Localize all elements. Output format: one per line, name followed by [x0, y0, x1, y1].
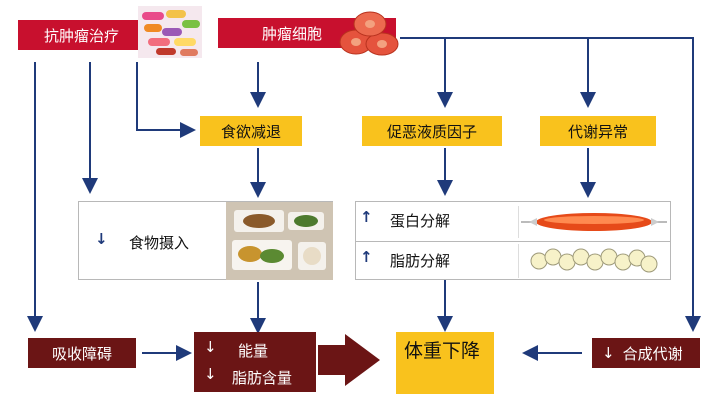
anabolism-label: 合成代谢 — [622, 344, 683, 363]
muscle-image — [518, 206, 668, 238]
arrow-tumor-metabolism — [445, 37, 596, 108]
arrow-tumor-anabolism — [588, 37, 701, 332]
metabolism-box: 代谢异常 — [540, 116, 656, 146]
breakdown-panel: ↑ 蛋白分解 ↑ 脂肪分解 — [355, 201, 671, 280]
protein-breakdown-label: 蛋白分解 — [390, 212, 451, 230]
absorption-box: 吸收障碍 — [28, 338, 136, 368]
appetite-loss-box: 食欲减退 — [200, 116, 302, 146]
fat-content-label: 脂肪含量 — [232, 369, 293, 387]
pills-image — [138, 6, 202, 58]
fat-content-down-arrow: ↓ — [204, 365, 217, 383]
arrow-tumor-cachexia — [400, 37, 453, 108]
food-down-arrow: ↓ — [95, 230, 108, 248]
big-arrow-energy-weight — [318, 334, 380, 386]
fat-breakdown-label: 脂肪分解 — [390, 252, 451, 270]
treatment-label: 抗肿瘤治疗 — [44, 26, 120, 45]
energy-down-arrow: ↓ — [204, 338, 217, 356]
cachexia-factor-label: 促恶液质因子 — [386, 122, 477, 141]
arrow-treatment-appetite — [136, 62, 196, 138]
anabolism-box: ↓ 合成代谢 — [592, 338, 700, 368]
energy-box: ↓ 能量 ↓ 脂肪含量 — [194, 332, 316, 392]
food-intake-label: 食物摄入 — [129, 234, 190, 252]
fat-cells-image — [518, 244, 668, 278]
weight-loss-box: 体重下降 — [396, 332, 494, 394]
breakdown-divider — [356, 241, 670, 242]
fat-up-arrow: ↑ — [360, 248, 373, 266]
tumor-cell-label: 肿瘤细胞 — [262, 24, 323, 43]
food-tray-image — [226, 202, 333, 280]
anabolism-down-arrow: ↓ — [602, 344, 615, 362]
food-intake-panel: ↓ 食物摄入 — [78, 201, 333, 280]
metabolism-label: 代谢异常 — [567, 122, 628, 141]
energy-label: 能量 — [238, 342, 269, 360]
cachexia-factor-box: 促恶液质因子 — [362, 116, 502, 146]
tumor-cells-image — [336, 6, 406, 56]
weight-loss-label: 体重下降 — [404, 340, 481, 362]
absorption-label: 吸收障碍 — [51, 344, 112, 363]
protein-up-arrow: ↑ — [360, 208, 373, 226]
appetite-loss-label: 食欲减退 — [220, 122, 281, 141]
